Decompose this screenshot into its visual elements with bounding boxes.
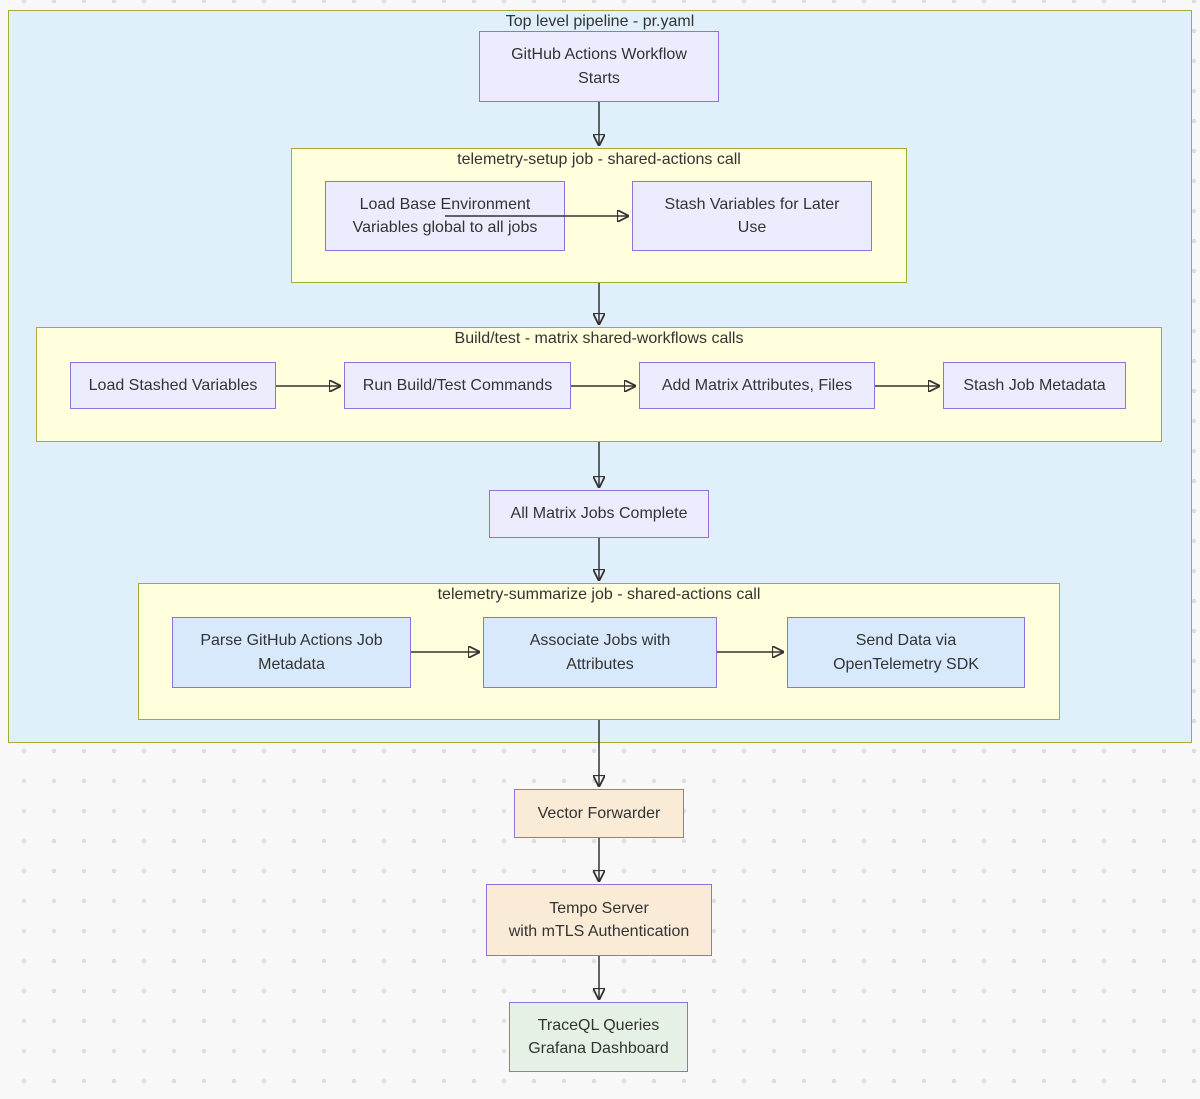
node-load-stashed-variables: Load Stashed Variables: [70, 362, 276, 409]
node-tempo-server: Tempo Server with mTLS Authentication: [486, 884, 712, 956]
cluster-telemetry-summarize-title: telemetry-summarize job - shared-actions…: [437, 586, 761, 603]
cluster-build-test-title: Build/test - matrix shared-workflows cal…: [454, 330, 744, 347]
node-all-matrix-jobs-complete: All Matrix Jobs Complete: [489, 490, 709, 538]
node-traceql-queries-grafana-dashboard: TraceQL Queries Grafana Dashboard: [509, 1002, 688, 1072]
cluster-telemetry-setup-title: telemetry-setup job - shared-actions cal…: [457, 151, 741, 168]
cluster-top-level-pipeline-title: Top level pipeline - pr.yaml: [505, 13, 695, 30]
node-stash-job-metadata: Stash Job Metadata: [943, 362, 1126, 409]
node-run-build-test-commands: Run Build/Test Commands: [344, 362, 571, 409]
node-send-data-via-opentelemetry-sdk: Send Data via OpenTelemetry SDK: [787, 617, 1025, 688]
node-add-matrix-attributes-files: Add Matrix Attributes, Files: [639, 362, 875, 409]
node-load-base-environment-variables: Load Base Environment Variables global t…: [325, 181, 565, 251]
node-parse-github-actions-job-metadata: Parse GitHub Actions Job Metadata: [172, 617, 411, 688]
node-associate-jobs-with-attributes: Associate Jobs with Attributes: [483, 617, 717, 688]
node-stash-variables-for-later-use: Stash Variables for Later Use: [632, 181, 872, 251]
node-vector-forwarder: Vector Forwarder: [514, 789, 684, 838]
node-github-actions-workflow-starts: GitHub Actions Workflow Starts: [479, 31, 719, 102]
